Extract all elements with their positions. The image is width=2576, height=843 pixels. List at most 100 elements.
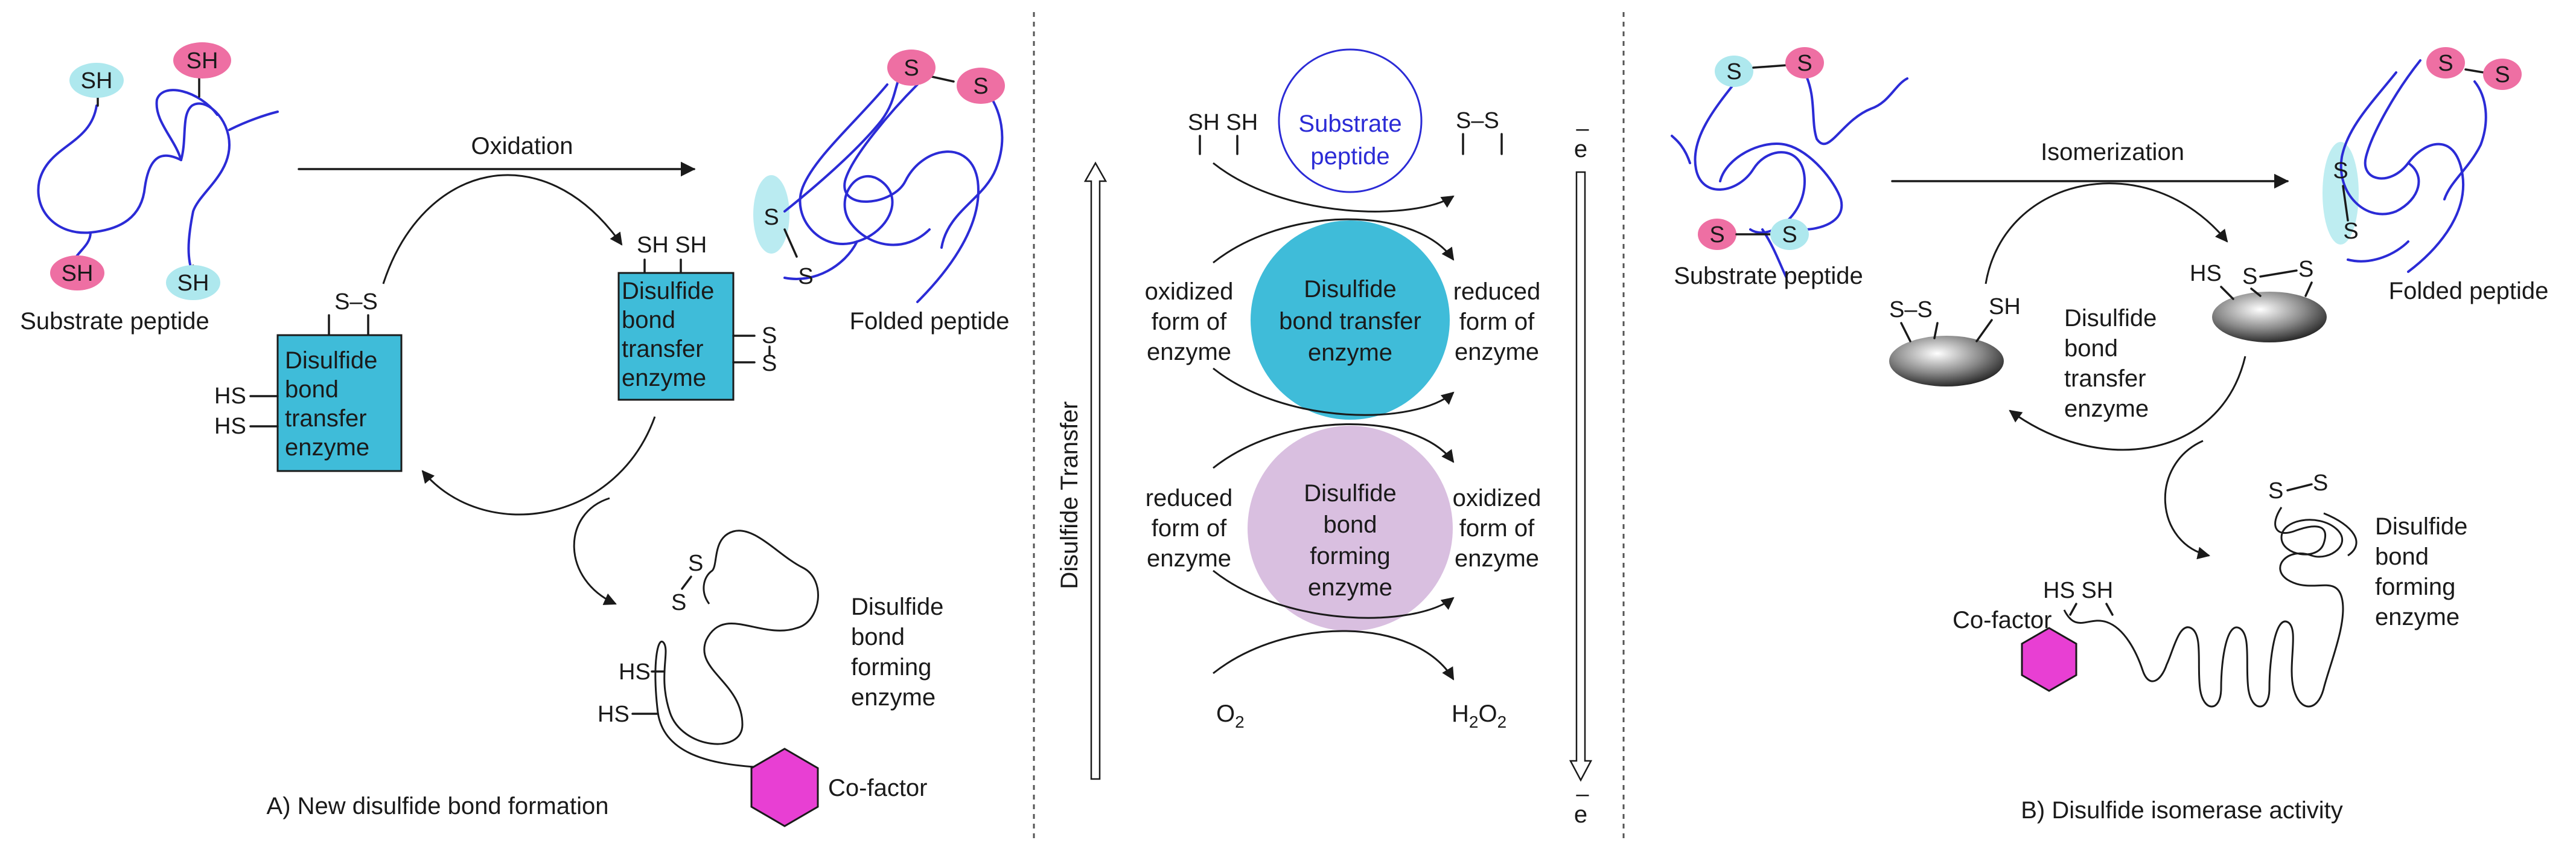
s-label: S	[764, 205, 779, 230]
sh-label: SH	[81, 68, 113, 94]
reduced-form-label-left: reduced	[1146, 485, 1233, 511]
s-label: S	[762, 323, 777, 348]
sh-pink-badge	[173, 42, 231, 79]
s-label: S	[2242, 264, 2257, 289]
forming-enzyme-label-line: bond	[851, 624, 905, 650]
enzyme-label-line: Disulfide	[622, 278, 714, 304]
hs-label: HS	[214, 414, 246, 439]
transfer-enzyme-blob-left	[1889, 336, 2004, 386]
transfer-enzyme-label-b: bond	[2064, 335, 2118, 362]
hs-label: HS	[214, 383, 246, 409]
s-label: S	[1782, 222, 1797, 248]
transfer-enzyme-label-b: enzyme	[2064, 396, 2149, 422]
s-label: S	[904, 56, 919, 81]
sh-cyan-badge	[69, 63, 124, 98]
oxidized-form-label-right: oxidized	[1453, 485, 1541, 511]
sh-cyan-badge	[166, 265, 220, 300]
enzyme-label-line: Disulfide	[285, 347, 377, 374]
hs-sh-label: HS SH	[2043, 578, 2113, 603]
folded-peptide-a: S S S S	[753, 50, 1005, 303]
s-label: S	[1709, 222, 1724, 248]
forming-enzyme-label-b: enzyme	[2375, 604, 2460, 630]
ss-label: S–S	[1456, 108, 1499, 133]
s-label: S	[973, 74, 988, 99]
oxidized-form-label-left: oxidized	[1145, 278, 1234, 305]
enzyme-label-line: transfer	[622, 336, 704, 362]
cycle-arrow-top-b	[1985, 182, 2228, 284]
sh-label: SH	[187, 48, 218, 74]
hs-label: HS	[619, 659, 651, 685]
folded-peptide-b: S S S S	[2323, 47, 2522, 273]
oxidized-form-label-right: enzyme	[1455, 545, 1539, 572]
forming-enzyme-label: enzyme	[1308, 574, 1392, 601]
reaction-arrow	[1213, 218, 1455, 264]
substrate-peptide-a: SH SH SH SH	[37, 42, 279, 300]
forming-enzyme-circle	[1248, 426, 1453, 631]
electron-bar-bottom: –	[1576, 781, 1589, 807]
sh-label: SH	[177, 271, 209, 296]
caption-a: A) New disulfide bond formation	[267, 793, 609, 819]
substrate-label-a: Substrate peptide	[20, 308, 209, 335]
s-label: S	[671, 590, 686, 615]
sh-pink-badge	[50, 255, 104, 290]
reduced-form-label-right: reduced	[1453, 278, 1541, 305]
forming-enzyme-label-b: bond	[2375, 543, 2429, 570]
caption-b: B) Disulfide isomerase activity	[2021, 797, 2343, 824]
s-label: S	[2343, 219, 2358, 244]
folded-label-b: Folded peptide	[2389, 278, 2549, 304]
s-label: S	[762, 351, 777, 376]
cycle-arrow-bottom	[421, 416, 656, 516]
substrate-circle	[1278, 48, 1423, 193]
s-label: S	[2268, 478, 2283, 504]
s-label: S	[2495, 62, 2510, 88]
reaction-arrow	[1213, 162, 1455, 213]
disulfide-transfer-arrow	[1083, 161, 1108, 780]
forming-enzyme-label-line: forming	[851, 654, 931, 681]
reduced-form-label-left: enzyme	[1147, 545, 1231, 572]
s-label: S	[1797, 51, 1812, 76]
oxidized-form-label-left: enzyme	[1147, 339, 1231, 365]
cofactor-hexagon	[750, 748, 819, 827]
transfer-enzyme-oxidized: S–S Disulfide bond transfer enzyme HS HS	[214, 289, 403, 472]
enzyme-label-line: bond	[622, 307, 675, 333]
cofactor-label-b: Co-factor	[1953, 607, 2052, 633]
forming-enzyme-label: forming	[1310, 543, 1390, 569]
panel-a: SH SH SH SH Substrate peptide Oxidation …	[20, 42, 1009, 827]
transfer-enzyme-label-b: Disulfide	[2064, 305, 2157, 332]
s-label: S	[2313, 470, 2328, 496]
s-label: S	[688, 551, 703, 576]
reaction-arrow	[1213, 569, 1455, 619]
cycle-arrow-top	[382, 174, 623, 284]
enzyme-label-line: transfer	[285, 405, 367, 432]
forming-enzyme-label-b: Disulfide	[2375, 513, 2467, 540]
oxidation-label: Oxidation	[471, 133, 573, 159]
transfer-enzyme-label: bond transfer	[1279, 308, 1421, 335]
reaction-arrow	[1213, 367, 1455, 416]
enzyme-label-line: enzyme	[285, 434, 369, 461]
panel-center: Disulfide Transfer e – e – SH SH S–S Sub…	[1056, 48, 1593, 828]
forming-enzyme-label-line: Disulfide	[851, 594, 943, 620]
reaction-arrow	[1213, 630, 1455, 681]
s-label: S	[2298, 257, 2313, 282]
electron-bottom: e	[1574, 801, 1587, 828]
cycle-arrow-bottom-b	[2009, 356, 2246, 451]
hs-label: HS	[2190, 261, 2222, 286]
forming-enzyme-a: S S HS HS	[598, 530, 819, 768]
cofactor-hexagon-b	[2021, 627, 2077, 692]
disulfide-transfer-label: Disulfide Transfer	[1056, 401, 1083, 589]
reaction-arrow	[1213, 423, 1455, 469]
sh-sh-label: SH SH	[1188, 110, 1258, 135]
enzyme-label-line: bond	[285, 376, 339, 403]
cycle-arrow-small	[573, 497, 617, 605]
oxidized-form-label-right: form of	[1459, 515, 1535, 542]
cycle-arrow-small-b	[2164, 440, 2211, 560]
transfer-enzyme-circle	[1251, 220, 1450, 420]
h2o2-label: H2O2	[1452, 700, 1506, 731]
isomerization-label: Isomerization	[2041, 139, 2184, 165]
electron-flow-arrow	[1569, 171, 1593, 782]
sh-sh-label: SH SH	[637, 232, 707, 258]
o2-label: O2	[1216, 700, 1245, 731]
forming-enzyme-label-line: enzyme	[851, 684, 936, 711]
sh-label: SH	[1989, 294, 2021, 319]
